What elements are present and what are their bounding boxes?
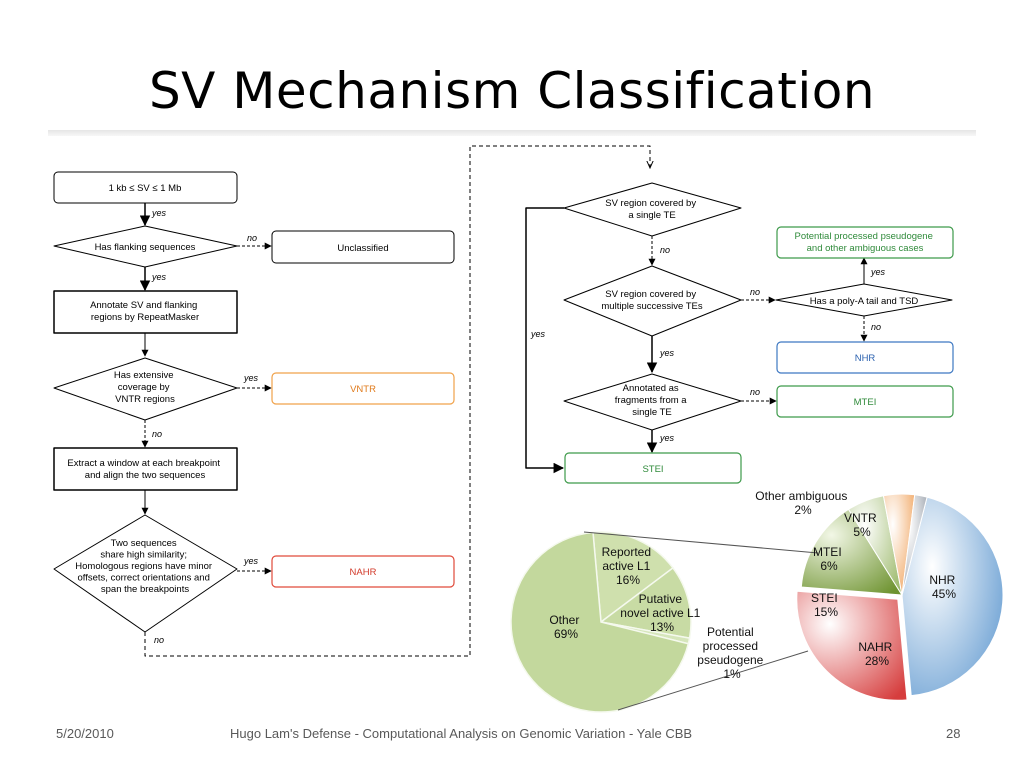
nhr-box (776, 341, 954, 374)
pie-slice-stei (800, 508, 903, 596)
yes-label: yes (659, 348, 675, 358)
mtei-box (776, 385, 954, 418)
sv-mechanism-pie (796, 493, 1004, 701)
yes-label: yes (243, 373, 259, 383)
unclassified-label: Unclassified (337, 243, 388, 254)
annotate-box (53, 290, 238, 334)
pie-slice-nhr (901, 496, 1004, 697)
nahr-question: Two sequences share high similarity; Hom… (75, 538, 214, 595)
stei-box (564, 452, 742, 484)
pie-slice-reported-active-l1 (592, 531, 674, 624)
yes-label: yes (151, 208, 167, 218)
yes-label: yes (659, 433, 675, 443)
pie-label-pseudogene: Potential processed pseudogene 1% (697, 625, 766, 681)
no-label: no (154, 635, 164, 645)
unclassified-box (271, 230, 455, 264)
fragments-question: Annotated as fragments from a single TE (615, 383, 689, 418)
pie-slice-other (510, 531, 690, 713)
footer-date: 5/20/2010 (56, 726, 114, 741)
start-label: 1 kb ≤ SV ≤ 1 Mb (109, 183, 182, 194)
window-label: Extract a window at each breakpoint and … (67, 458, 222, 481)
pseudogene-label: Potential processed pseudogene and other… (794, 231, 935, 254)
pie-label-mtei: MTEI 6% (813, 545, 845, 573)
yes-label: yes (151, 272, 167, 282)
window-box (53, 447, 238, 491)
pie-slice-putative-novel-active-l1 (599, 566, 692, 640)
yes-label: yes (870, 267, 886, 277)
polya-diamond (775, 283, 953, 317)
pie-label-reported: Reported active L1 16% (602, 545, 655, 587)
stei-label: STEI (642, 464, 663, 475)
pie-slice-other-ambiguous (901, 494, 928, 596)
nhr-label: NHR (855, 353, 876, 364)
flanking-label: Has flanking sequences (95, 242, 196, 253)
no-label: no (152, 429, 162, 439)
pie-label-putative: Putative novel active L1 13% (620, 592, 703, 634)
pie-label-other-ambiguous: Other ambiguous 2% (755, 489, 850, 517)
pie-label-nhr: NHR 45% (929, 573, 958, 601)
no-label: no (871, 322, 881, 332)
connector (144, 145, 650, 657)
no-label: no (660, 245, 670, 255)
nahr-box (271, 555, 455, 588)
yes-label: yes (243, 556, 259, 566)
pie-connector-top (583, 531, 819, 554)
vntr-box (271, 372, 455, 405)
polya-question: Has a poly-A tail and TSD (810, 296, 919, 307)
pie-label-nahr: NAHR 28% (858, 640, 895, 668)
l1-breakdown-pie (510, 531, 692, 713)
single-te-question: SV region covered by a single TE (605, 198, 698, 221)
no-label: no (750, 287, 760, 297)
vntr-question: Has extensive coverage by VNTR regions (114, 370, 176, 405)
mtei-label: MTEI (854, 397, 877, 408)
nahr-diamond (53, 514, 238, 633)
multi-te-question: SV region covered by multiple successive… (601, 289, 702, 312)
yes-label: yes (530, 329, 546, 339)
pie-label-vntr: VNTR 5% (844, 511, 880, 539)
pie-label-l1-other: Other 69% (549, 613, 582, 641)
no-label: no (750, 387, 760, 397)
slide-title: SV Mechanism Classification (148, 62, 876, 120)
pie-slice-nahr (796, 590, 908, 701)
single-te-diamond (563, 182, 742, 237)
pie-label-stei: STEI 15% (811, 591, 841, 619)
no-label: no (247, 233, 257, 243)
vntr-label: VNTR (350, 384, 376, 395)
annotate-label: Annotate SV and flanking regions by Repe… (90, 300, 200, 323)
title-divider (48, 130, 976, 136)
nahr-label: NAHR (350, 567, 377, 578)
footer-page-number: 28 (946, 726, 961, 741)
connector (525, 207, 565, 474)
pseudogene-box (776, 226, 954, 259)
pie-connector-bottom (617, 650, 809, 711)
footer-center: Hugo Lam's Defense - Computational Analy… (230, 726, 693, 741)
